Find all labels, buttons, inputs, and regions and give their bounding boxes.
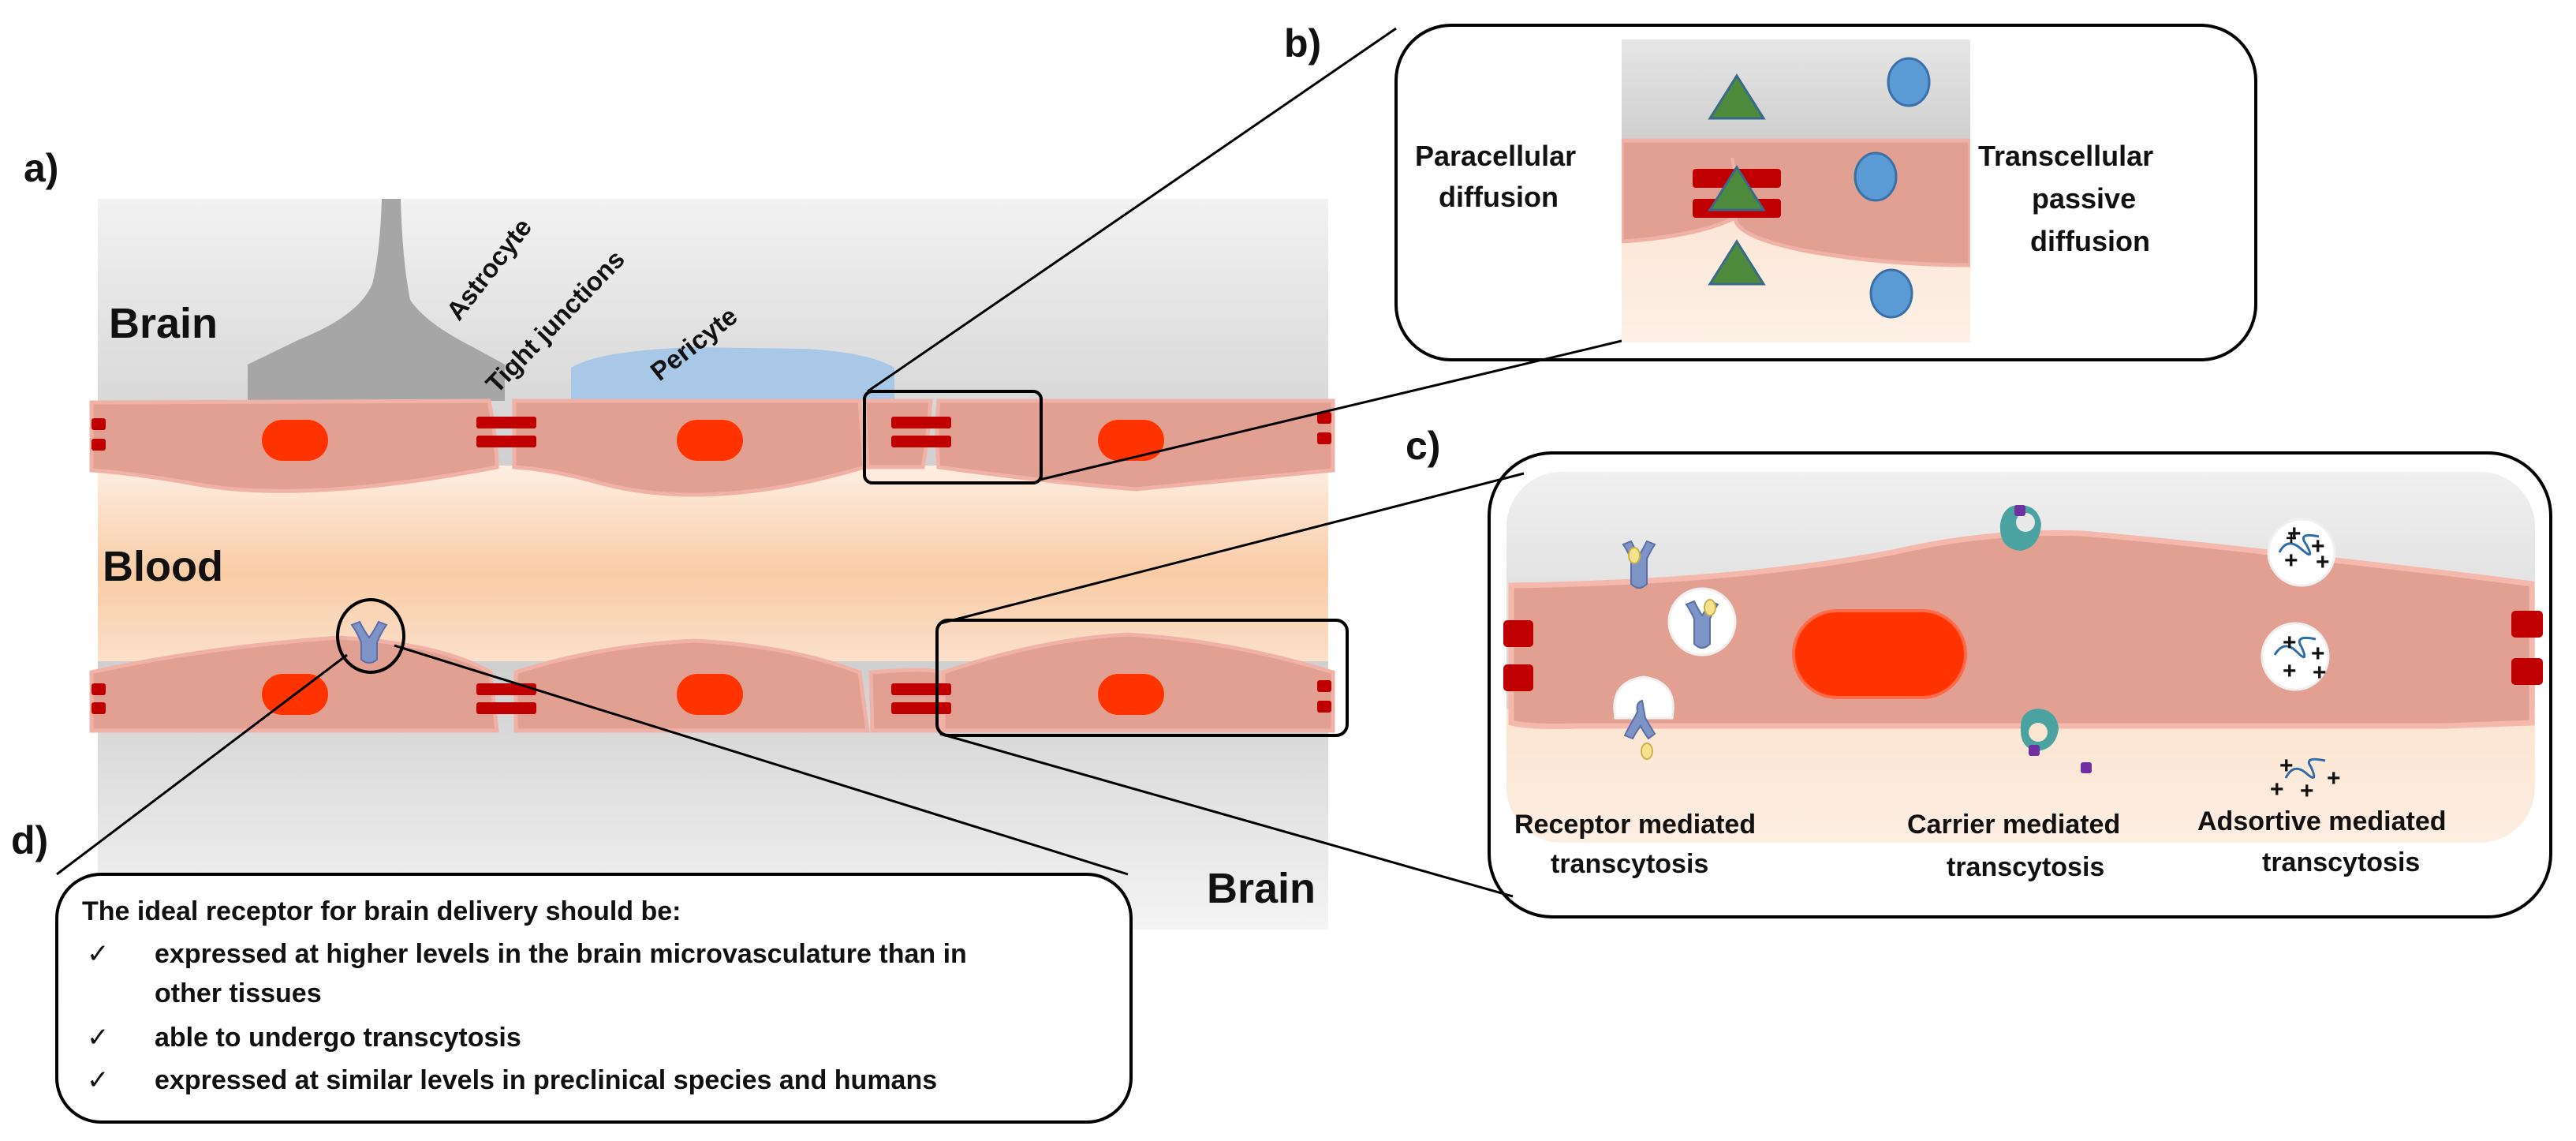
label-carrier-mediated-2: transcytosis [1947, 852, 2104, 882]
zoom-connector-c-bottom [939, 732, 1514, 898]
label-receptor-mediated: Receptor mediated [1514, 810, 1756, 840]
label-adsortive-mediated-2: transcytosis [2262, 847, 2420, 877]
panel-c-illustration [1506, 472, 2535, 843]
svg-text:+: + [2284, 548, 2298, 574]
panel-c-nucleus [1792, 609, 1967, 699]
svg-text:+: + [2327, 765, 2341, 791]
svg-text:+: + [2283, 658, 2297, 684]
purple-molecule [2081, 762, 2092, 773]
region-label-brain-bottom: Brain [1207, 865, 1316, 912]
check-icon: ✓ [87, 939, 110, 969]
zoom-box-b [863, 390, 1043, 484]
receptor-icon [1622, 540, 1656, 589]
panel-label-d: d) [11, 818, 48, 862]
zoom-connector-b-bottom [1039, 339, 1622, 481]
receptor-icon [350, 620, 388, 664]
plus-charge: + [2286, 528, 2297, 549]
label-transcellular: Transcellular [1978, 140, 2153, 172]
panel-d-list: ✓ expressed at higher levels in the brai… [87, 939, 967, 1095]
circle-molecule [1854, 152, 1898, 202]
list-item: other tissues [155, 978, 322, 1008]
pericyte-shape [571, 347, 894, 401]
vesicle [2261, 622, 2330, 691]
label-transcellular-3: diffusion [2030, 225, 2150, 257]
zoom-connector-d-right [394, 644, 1129, 876]
svg-text:+: + [2287, 521, 2302, 547]
svg-text:+: + [2316, 549, 2330, 575]
zoom-connector-d-left [56, 653, 348, 876]
circle-molecule [1887, 57, 1931, 107]
svg-text:+: + [2270, 776, 2284, 802]
zoom-connector-b-top [867, 27, 1397, 393]
svg-text:+: + [2279, 753, 2294, 779]
svg-text:+: + [2311, 533, 2325, 559]
receptor-icon [1685, 599, 1719, 649]
region-label-brain-top: Brain [109, 300, 218, 347]
astrocyte-shape [248, 199, 505, 401]
panel-d-heading: The ideal receptor for brain delivery sh… [82, 896, 681, 926]
check-icon: ✓ [87, 1065, 110, 1095]
adsortive-glyphs: + [2261, 518, 2336, 779]
purple-molecule [2014, 505, 2025, 516]
panel-d-frame [55, 873, 1133, 1124]
circle-molecule [1869, 268, 1913, 319]
list-item: able to undergo transcytosis [155, 1023, 521, 1053]
nucleus [262, 420, 328, 461]
label-carrier-mediated: Carrier mediated [1907, 810, 2120, 840]
purple-molecule [2029, 745, 2040, 756]
zoom-box-c [935, 619, 1349, 737]
list-item: expressed at higher levels in the brain … [155, 939, 967, 969]
svg-text:+: + [2300, 778, 2314, 804]
nucleus [1098, 420, 1164, 461]
label-paracellular: Paracellular [1415, 140, 1576, 172]
label-adsortive-mediated: Adsortive mediated [2197, 806, 2447, 836]
zoom-connector-c-top [939, 472, 1525, 625]
vesicle [1613, 675, 1674, 720]
nucleus [677, 420, 743, 461]
triangle-molecule [1708, 239, 1766, 286]
panel-label-c: c) [1406, 424, 1440, 468]
triangle-molecule [1708, 165, 1766, 211]
nucleus [677, 674, 743, 715]
charge-symbols: ++++ ++++ ++++ [2270, 521, 2341, 804]
panel-label-b: b) [1284, 21, 1321, 65]
panel-c-tight-junctions [1503, 611, 2543, 691]
panel-label-a: a) [24, 146, 58, 190]
carrier-glyphs [1999, 505, 2092, 773]
list-item: expressed at similar levels in preclinic… [155, 1065, 937, 1095]
receptor-highlight-circle [336, 598, 405, 674]
label-paracellular-2: diffusion [1439, 181, 1559, 213]
check-icon: ✓ [87, 1023, 110, 1053]
receptor-glyphs [1613, 540, 1737, 760]
panel-a-background [98, 199, 1328, 930]
label-receptor-mediated-2: transcytosis [1551, 849, 1708, 879]
region-label-blood: Blood [103, 543, 223, 590]
svg-text:+: + [2311, 641, 2325, 667]
svg-text:+: + [2283, 630, 2297, 656]
nucleus [1098, 674, 1164, 715]
triangle-molecule [1708, 73, 1766, 120]
label-transcellular-2: passive [2032, 182, 2136, 215]
svg-text:+: + [2313, 660, 2327, 686]
receptor-icon [1623, 699, 1656, 760]
